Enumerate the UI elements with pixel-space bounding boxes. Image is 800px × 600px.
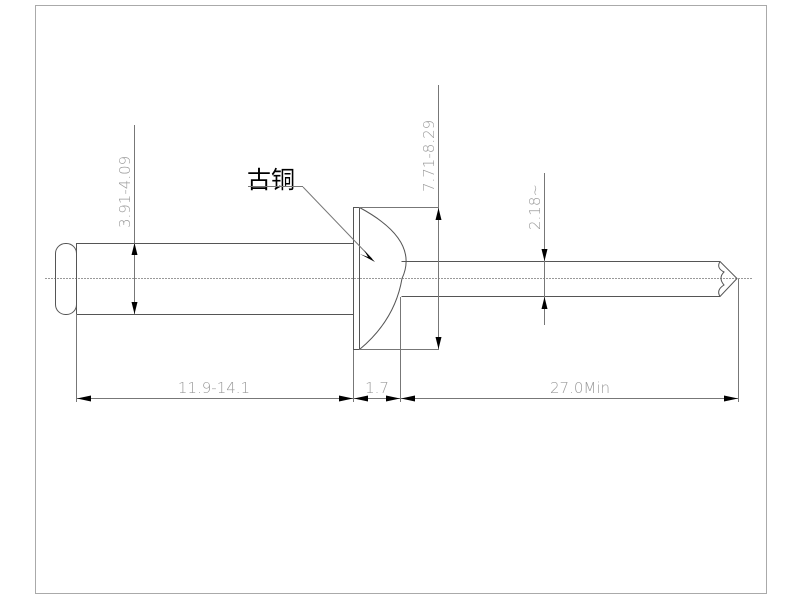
mandrel-diameter-text: 2.18~ (526, 184, 544, 230)
head-diameter-text: 7.71-8.29 (420, 120, 438, 192)
body-diameter-text: 3.91-4.09 (116, 156, 134, 228)
dim-body-diameter: 3.91-4.09 (116, 125, 138, 314)
dim-lengths: 11.9-14.1 1.7 27.0Min (76, 279, 739, 402)
rivet-dome-head (359, 207, 407, 350)
body-length-text: 11.9-14.1 (178, 379, 250, 397)
material-callout: 古铜 (247, 166, 375, 262)
head-height-text: 1.7 (365, 379, 389, 397)
drawing-border (35, 5, 767, 594)
mandrel-tip-break (718, 261, 725, 297)
rivet-flange (353, 207, 360, 350)
mandrel (401, 261, 738, 297)
dim-head-diameter: 7.71-8.29 (359, 85, 442, 350)
material-label: 古铜 (247, 166, 295, 194)
mandrel-length-text: 27.0Min (550, 379, 610, 397)
rivet-body (55, 207, 738, 350)
dim-mandrel-diameter: 2.18~ (526, 173, 548, 325)
